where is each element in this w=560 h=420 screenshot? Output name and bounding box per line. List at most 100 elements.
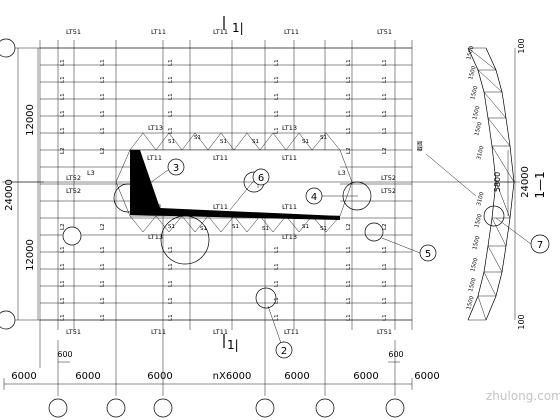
section-view: 1500150015001500150031003100150015001500… <box>425 45 520 321</box>
l1-label: L1 <box>382 76 388 83</box>
section-web-diagonal <box>491 145 515 183</box>
l1-label: L1 <box>168 297 174 304</box>
l1-label: L1 <box>274 280 280 287</box>
l1-label: L1 <box>60 127 66 134</box>
l1-label: L1 <box>100 280 106 287</box>
l1-label: L1 <box>60 93 66 100</box>
lower-brace <box>220 215 235 233</box>
l1-label: L1 <box>60 59 66 66</box>
l1-label: L1 <box>274 314 280 321</box>
lt-label-top: LT11 <box>213 28 228 36</box>
section-web-diagonal <box>487 245 503 273</box>
l1-label: L1 <box>60 314 66 321</box>
section-mark-bottom: 1| <box>227 338 239 352</box>
l2-label: L2 <box>346 223 352 230</box>
l2-label: L2 <box>100 223 106 230</box>
lt13-label: LT13 <box>148 124 163 132</box>
lower-brace <box>259 215 274 233</box>
dim-left-top: 12000 <box>25 104 36 136</box>
l1-label: L1 <box>100 59 106 66</box>
dim-bottom-3: 6000 <box>147 371 172 382</box>
axis-bubbles-bottom <box>48 398 405 418</box>
dim-left-total: 24000 <box>4 179 15 211</box>
l1-label: L1 <box>168 110 174 117</box>
l1-label: L1 <box>100 314 106 321</box>
section-chain-dim: 1500 <box>470 85 480 101</box>
l1-label: L1 <box>346 263 352 270</box>
s1-label: S1 <box>320 226 327 232</box>
l2-label: L2 <box>60 147 66 154</box>
l1-label: L1 <box>274 246 280 253</box>
section-title: 1—1 <box>533 171 547 198</box>
l1-label: L1 <box>274 76 280 83</box>
section-chain-dim: 1500 <box>472 235 482 251</box>
l1-label: L1 <box>100 246 106 253</box>
heavy-wedge-member <box>130 150 340 220</box>
section-chain-dim: 1500 <box>466 45 476 61</box>
l1-label: L1 <box>168 59 174 66</box>
detail-rings <box>113 171 384 309</box>
s1-label: S1 <box>252 139 259 145</box>
s1-label: S1 <box>262 226 269 232</box>
l1-label: L1 <box>346 280 352 287</box>
end-brace <box>115 149 131 183</box>
l1-label: L1 <box>382 297 388 304</box>
lt52-label: LT52 <box>381 187 396 195</box>
section-note-leader <box>425 153 477 197</box>
section-chain-dim: 3100 <box>476 145 486 161</box>
l1-label: L1 <box>100 93 106 100</box>
section-end-bottom: 100 <box>517 314 526 329</box>
lt11-label: LT11 <box>147 203 162 211</box>
lower-brace <box>168 215 183 233</box>
bottom-dimension-line <box>3 330 413 396</box>
callout-5: 5 <box>419 244 437 262</box>
l1-label: L1 <box>60 280 66 287</box>
lower-brace <box>207 215 222 233</box>
l1-label: L1 <box>346 59 352 66</box>
end-brace <box>339 149 353 183</box>
dim-bottom-7: 6000 <box>414 371 439 382</box>
lt-label-top: LT11 <box>151 28 166 36</box>
l1-label: L1 <box>382 280 388 287</box>
section-web-diagonal <box>477 69 503 93</box>
dim-bottom-6: 6000 <box>353 371 378 382</box>
l1-label: L1 <box>346 246 352 253</box>
s1-label: S1 <box>194 135 201 141</box>
lower-brace <box>325 215 341 233</box>
l1-label: L1 <box>346 127 352 134</box>
lower-brace <box>285 215 300 233</box>
s1-label: S1 <box>168 224 175 230</box>
l2-label: L2 <box>382 147 388 154</box>
callout-6-number: 6 <box>258 173 264 184</box>
l1-label: L1 <box>60 110 66 117</box>
l1-label: L1 <box>346 76 352 83</box>
dim-edge-right: 600 <box>388 350 403 359</box>
l1-label: L1 <box>382 110 388 117</box>
lower-brace <box>142 215 157 233</box>
lt52-label: LT52 <box>66 174 81 182</box>
upper-brace <box>220 132 235 151</box>
section-web-diagonal <box>467 47 497 71</box>
s1-label: S1 <box>320 135 327 141</box>
section-note: 截面 <box>416 140 424 152</box>
dim-edge-left: 600 <box>57 350 72 359</box>
section-chain-dim: 1500 <box>470 257 480 273</box>
callout-2: 2 <box>275 341 293 359</box>
lt11-label: LT11 <box>282 154 297 162</box>
l1-label: L1 <box>346 297 352 304</box>
section-middle-dim: 5800 <box>493 172 502 192</box>
callout-4-number: 4 <box>311 192 317 203</box>
upper-brace <box>207 132 222 151</box>
dim-bottom-4: nX6000 <box>213 371 252 382</box>
l1-label: L1 <box>382 127 388 134</box>
lt11-label: LT11 <box>147 154 162 162</box>
l1-label: L1 <box>168 263 174 270</box>
upper-brace <box>272 132 287 151</box>
l2-label: L2 <box>346 147 352 154</box>
upper-brace <box>129 132 144 151</box>
s1-label: S1 <box>232 224 239 230</box>
dim-bottom-5: 6000 <box>284 371 309 382</box>
upper-brace <box>233 132 248 151</box>
upper-brace <box>311 132 327 151</box>
upper-brace <box>181 132 196 151</box>
